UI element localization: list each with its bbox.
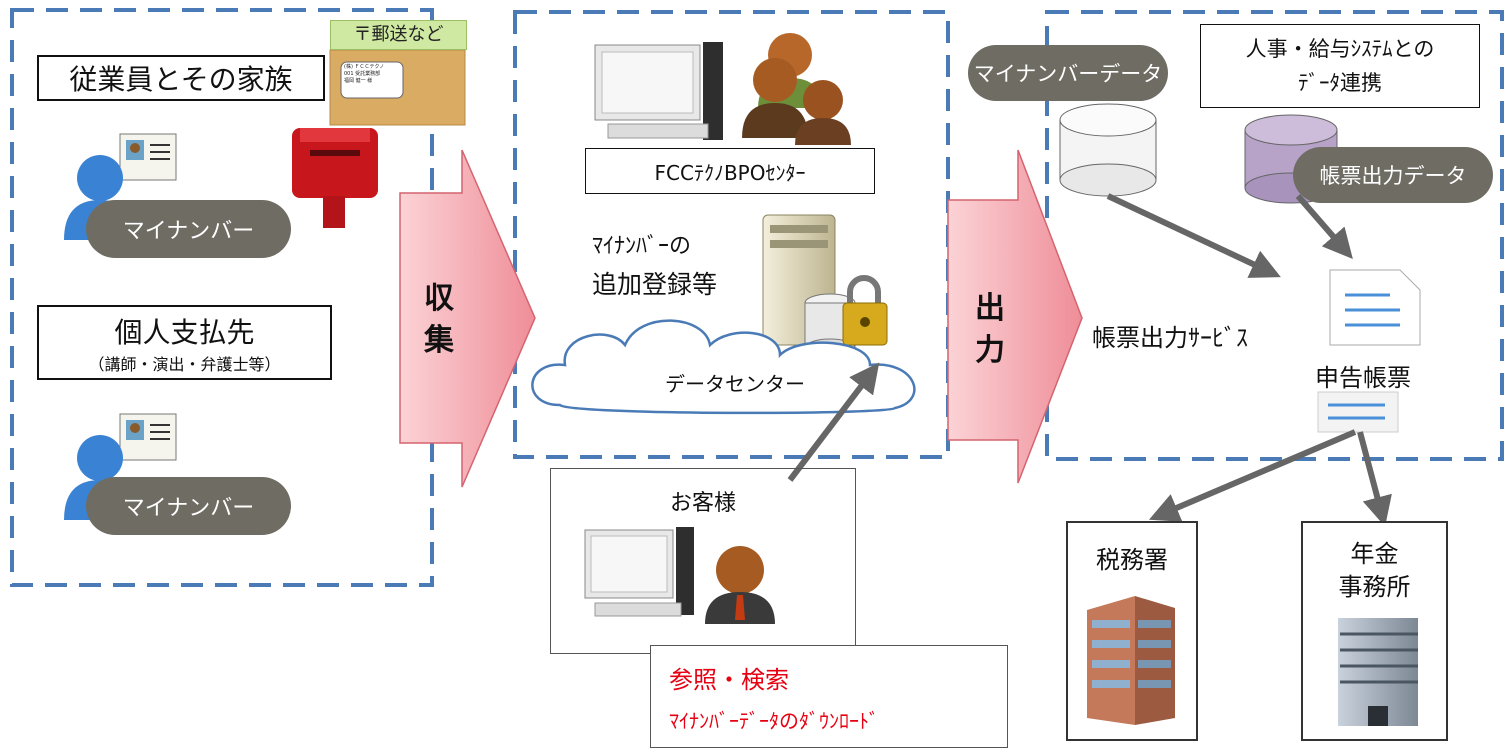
tax-office-building [1087,596,1175,725]
pension-office-building [1338,618,1418,726]
employees-box: 従業員とその家族 [37,55,325,101]
forms-to-pension-arrow [1357,431,1392,527]
hr-payroll-line-1: 人事・給与ｼｽﾃﾑとの [1245,37,1435,61]
output-arrow-shape [947,149,1083,484]
customer-computer [584,527,775,624]
envelope-line-1: (株) ＦＣＣテクノ [344,64,385,70]
data-center-cloud [531,319,916,415]
mynumber-db-icon [1059,103,1157,197]
pension-office-line-1: 年金 [1350,540,1399,568]
output-char-2: 力 [975,333,1005,368]
mynumber-data-pill: マイナンバーデータ [968,45,1168,101]
add-registration-line-2: 追加登録等 [592,270,718,299]
pension-office-line-2: 事務所 [1338,573,1411,601]
customer-action-line-2: ﾏｲﾅﾝﾊﾞｰﾃﾞｰﾀのﾀﾞｳﾝﾛｰﾄﾞ [669,709,879,733]
form-output-service-label: 帳票出力ｻｰﾋﾞｽ [1092,324,1248,352]
individual-payee-title: 個人支払先 [114,315,255,349]
output-char-1: 出 [975,291,1005,326]
output-arrow-label: 出 力 [965,288,1015,372]
document-stack [1317,269,1421,433]
add-registration-line-1: ﾏｲﾅﾝﾊﾞｰの [592,234,692,259]
individual-payee-box: 個人支払先 （講師・演出・弁護士等） [37,305,332,380]
form-output-data-pill: 帳票出力データ [1293,147,1493,203]
mailbox-shape [292,128,378,228]
pension-office-label: 年金 事務所 [1302,538,1447,604]
hr-payroll-line-2: ﾃﾞｰﾀ連携 [1298,71,1382,95]
collect-arrow-label: 収 集 [414,278,464,362]
collect-char-1: 収 [424,281,454,316]
db-to-forms-arrow [1106,193,1281,278]
declaration-forms-label: 申告帳票 [1315,364,1411,392]
operators-group [742,33,851,145]
bpo-computer [594,42,723,140]
customer-action-box: 参照・検索 ﾏｲﾅﾝﾊﾞｰﾃﾞｰﾀのﾀﾞｳﾝﾛｰﾄﾞ [650,645,1008,748]
add-registration-label: ﾏｲﾅﾝﾊﾞｰの 追加登録等 [592,228,752,304]
collect-arrow-shape [399,149,536,488]
tax-office-label: 税務署 [1096,546,1168,574]
collection-region [10,8,434,587]
customer-access-arrow [787,362,880,482]
bpo-center-label: FCCﾃｸﾉBPOｾﾝﾀｰ [585,148,875,194]
envelope-address: (株) ＦＣＣテクノ 001 受託業務部 福岡 健一 様 [344,64,402,85]
customer-title: お客様 [669,491,736,516]
forms-to-tax-arrow [1148,429,1357,522]
envelope-line-2: 001 受託業務部 [344,71,381,77]
hr-payroll-box: 人事・給与ｼｽﾃﾑとの ﾃﾞｰﾀ連携 [1200,24,1480,108]
mynumber-pill-2: マイナンバー [86,477,291,535]
mynumber-pill-1: マイナンバー [86,200,291,258]
collect-char-2: 集 [424,323,454,358]
mail-badge: 〒郵送など [330,20,467,50]
data-center-label: データセンター [665,372,805,396]
customer-action-line-1: 参照・検索 [669,666,789,694]
envelope-line-3: 福岡 健一 様 [344,78,373,84]
server-with-lock [762,214,888,358]
form-data-to-forms-arrow [1295,194,1353,260]
individual-payee-sub: （講師・演出・弁護士等） [88,354,281,374]
